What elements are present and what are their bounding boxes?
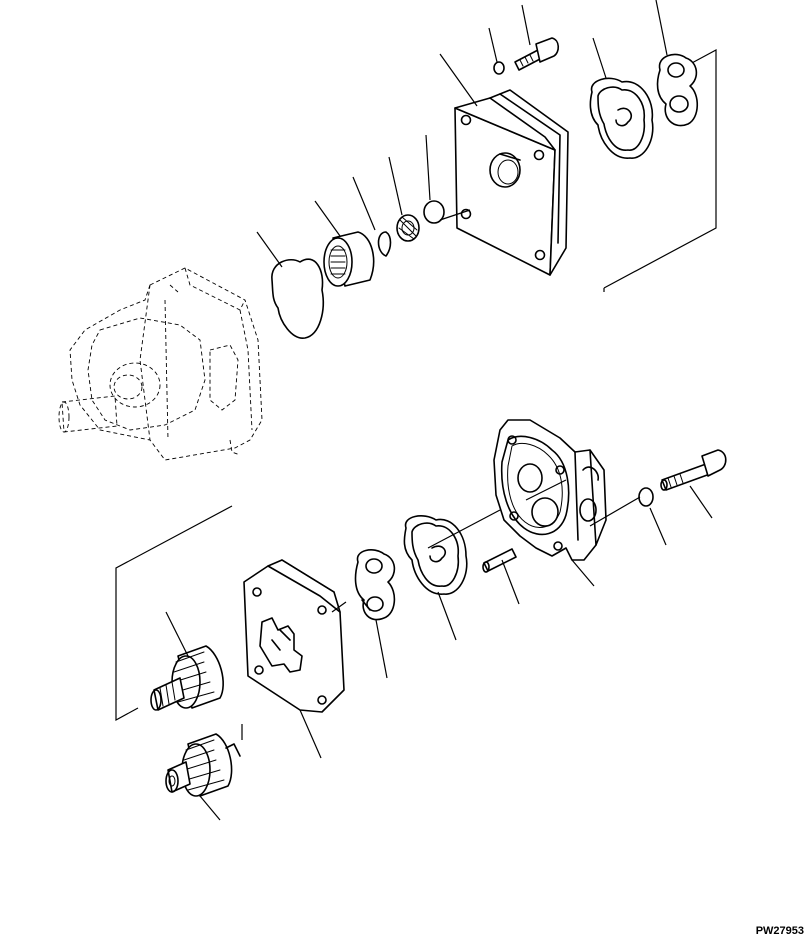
washer-lower [638,487,654,507]
driven-gear [165,733,241,797]
wear-plate-lower [354,549,396,621]
o-ring-gasket-upper [589,77,654,159]
dowel-pin [482,548,517,573]
frame-bracket-lower [115,505,233,722]
cover-plate [454,89,569,276]
frame-bracket-upper [603,48,717,289]
figure-code: PW27953 [755,925,804,937]
snap-ring [377,231,392,257]
washer-small [493,61,505,75]
pump-housing [493,419,607,561]
bolt-lower [660,449,727,491]
leader-lines-lower [165,479,713,821]
o-ring-gasket-lower [403,515,468,595]
oil-seal [423,200,445,224]
bolt [514,37,560,71]
bushing [396,214,420,242]
needle-bearing [323,231,375,287]
leader-lines-upper [256,0,668,268]
gasket [271,258,324,339]
gear-plate [243,559,345,713]
drive-gear [150,645,224,711]
pump-body-outline [58,267,263,461]
wear-plate-upper [656,53,699,127]
